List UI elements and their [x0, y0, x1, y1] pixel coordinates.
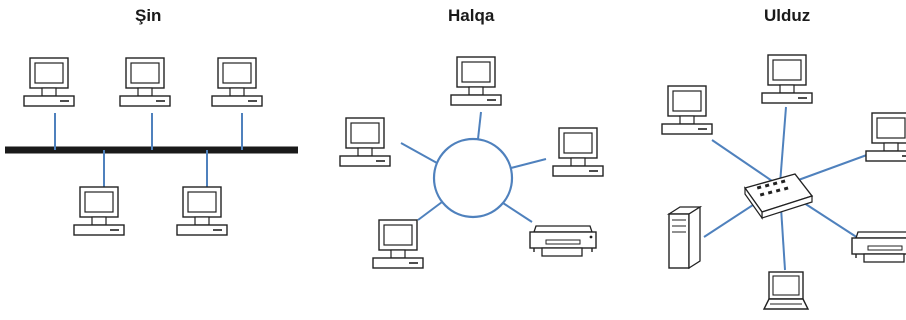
- ring-link: [502, 202, 533, 223]
- desktop-computer-icon: [761, 54, 813, 104]
- hub-icon: [743, 173, 814, 220]
- desktop-computer-icon: [119, 57, 171, 107]
- ring-link: [400, 142, 438, 164]
- ring-link: [417, 201, 443, 221]
- bus-topology: [5, 57, 298, 236]
- ring-link: [477, 111, 482, 140]
- desktop-computer-icon: [661, 85, 713, 135]
- desktop-computer-icon: [552, 127, 604, 177]
- server-tower-icon: [666, 205, 703, 270]
- desktop-computer-icon: [450, 56, 502, 106]
- bus-topology-title: Şin: [135, 6, 162, 25]
- star-topology-title: Ulduz: [764, 6, 811, 25]
- printer-icon: [851, 231, 906, 263]
- desktop-computer-icon: [23, 57, 75, 107]
- star-link: [779, 106, 787, 185]
- desktop-computer-icon: [73, 186, 125, 236]
- desktop-computer-icon: [339, 117, 391, 167]
- laptop-icon: [762, 271, 810, 310]
- desktop-computer-icon: [372, 219, 424, 269]
- star-topology: [661, 54, 906, 310]
- desktop-computer-icon: [176, 186, 228, 236]
- printer-icon: [529, 225, 597, 257]
- ring-topology-title: Halqa: [448, 6, 495, 25]
- ring-topology: [339, 56, 604, 269]
- ring-link: [510, 158, 547, 169]
- star-link: [711, 139, 779, 186]
- desktop-computer-icon: [211, 57, 263, 107]
- ring: [432, 137, 514, 219]
- desktop-computer-icon: [865, 112, 906, 162]
